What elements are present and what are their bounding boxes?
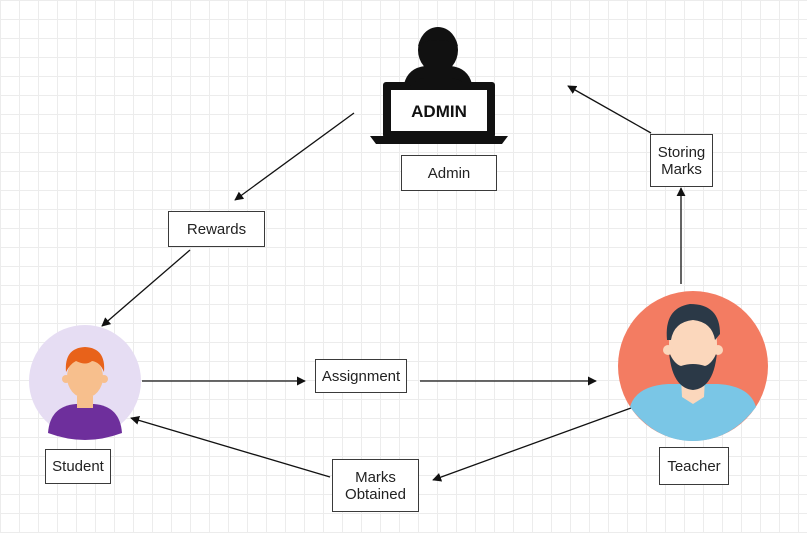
admin-label-box: Admin [401,155,497,191]
marks-obtained-label-line1: Marks [355,468,396,486]
storing-marks-label-line1: Storing [657,143,706,161]
admin-label: Admin [427,164,471,182]
marks-obtained-label-line2: Obtained [345,485,406,503]
admin-monitor-text: ADMIN [411,102,467,121]
rewards-label-box: Rewards [168,211,265,247]
assignment-label-box: Assignment [315,359,407,393]
edge-teacher-to-marks-obtained [432,407,632,482]
student-label: Student [52,458,104,475]
marks-obtained-label-box: Marks Obtained [332,459,419,512]
student-avatar [29,325,141,440]
edge-rewards-to-student [101,249,191,327]
storing-marks-label-line2: Marks [661,160,702,178]
edge-storing-marks-to-admin [567,85,652,134]
storing-marks-label-box: Storing Marks [650,134,713,187]
student-label-box: Student [45,449,111,484]
edge-admin-to-rewards [234,112,355,201]
rewards-label: Rewards [186,220,247,238]
edge-marks-obtained-to-student [130,415,331,478]
teacher-avatar [618,291,768,441]
teacher-label-box: Teacher [659,447,729,485]
admin-laptop-icon: ADMIN [370,27,508,144]
teacher-label: Teacher [667,457,721,475]
assignment-label: Assignment [321,367,401,385]
